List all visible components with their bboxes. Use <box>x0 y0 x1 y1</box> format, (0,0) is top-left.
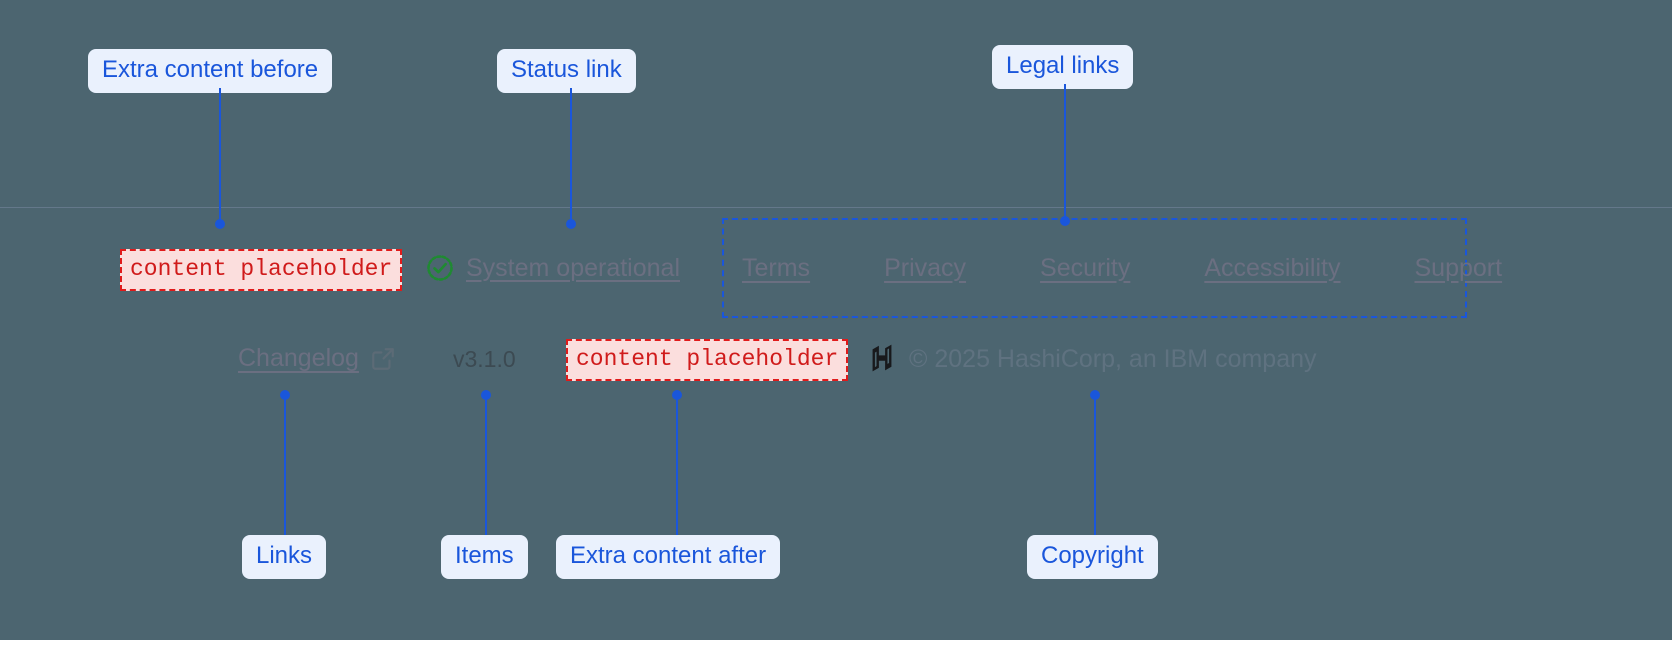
extra-content-after-placeholder: content placeholder <box>566 339 849 382</box>
callout-items: Items <box>441 535 528 579</box>
changelog-link[interactable]: Changelog <box>238 344 396 373</box>
legal-link-accessibility[interactable]: Accessibility <box>1204 253 1341 282</box>
callout-status-link: Status link <box>497 49 636 93</box>
legal-link-terms[interactable]: Terms <box>742 253 811 282</box>
callout-copyright: Copyright <box>1027 535 1158 579</box>
status-link[interactable]: System operational <box>425 253 680 283</box>
leader-line-extra-content-before <box>219 88 221 224</box>
leader-line-links <box>284 395 286 535</box>
copyright-text: © 2025 HashiCorp, an IBM company <box>909 344 1317 373</box>
legal-link-support[interactable]: Support <box>1414 253 1503 282</box>
version-label: v3.1.0 <box>453 346 516 372</box>
legal-link-security[interactable]: Security <box>1040 253 1131 282</box>
leader-line-copyright <box>1094 395 1096 535</box>
leader-line-legal-links <box>1064 84 1066 221</box>
leader-line-items <box>485 395 487 535</box>
changelog-label: Changelog <box>238 344 359 372</box>
footer-surface <box>0 0 1672 640</box>
copyright-group: © 2025 HashiCorp, an IBM company <box>868 344 1317 374</box>
leader-dot-extra-content-before <box>215 219 225 229</box>
leader-line-extra-content-after <box>676 395 678 535</box>
leader-dot-legal-links <box>1060 216 1070 226</box>
footer-top-divider <box>0 207 1672 208</box>
hashicorp-logo <box>868 344 896 374</box>
legal-links-group: Terms Privacy Security Accessibility Sup… <box>722 218 1502 318</box>
extra-content-before-placeholder: content placeholder <box>120 249 403 292</box>
check-circle-icon <box>425 253 455 283</box>
external-link-icon <box>370 346 396 372</box>
callout-extra-content-after: Extra content after <box>556 535 781 579</box>
status-link-label: System operational <box>466 253 681 282</box>
callout-extra-content-before: Extra content before <box>88 49 333 93</box>
callout-links: Links <box>242 535 327 579</box>
legal-link-privacy[interactable]: Privacy <box>884 253 967 282</box>
leader-line-status-link <box>570 88 572 224</box>
callout-legal-links: Legal links <box>992 45 1134 89</box>
leader-dot-status-link <box>566 219 576 229</box>
